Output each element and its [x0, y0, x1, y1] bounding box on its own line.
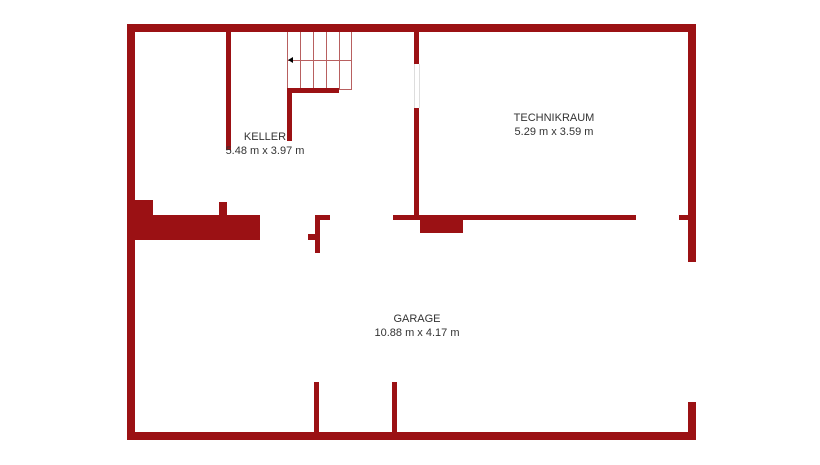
outer-wall-right-upper [688, 24, 696, 262]
wall-block-left [127, 215, 260, 240]
room-name: GARAGE [393, 313, 441, 325]
stair-line [287, 60, 352, 61]
room-dims: 10.88 m x 4.17 m [374, 327, 460, 339]
outer-wall-bottom [127, 432, 696, 440]
stair-step [300, 32, 301, 90]
room-name: TECHNIKRAUM [513, 112, 595, 124]
room-dims: 5.29 m x 3.59 m [514, 126, 594, 138]
keller-interior-wall [226, 32, 231, 150]
room-label-garage: GARAGE 10.88 m x 4.17 m [375, 312, 460, 340]
technik-wall-block [420, 215, 463, 233]
stair-step [313, 32, 314, 90]
t-wall-h [315, 215, 330, 220]
stair-step [326, 32, 327, 90]
room-dims: 5.48 m x 3.97 m [225, 145, 305, 157]
outer-wall-top [127, 24, 696, 32]
wall-stub-right [679, 215, 689, 220]
stair-wall-h [287, 88, 339, 93]
wall-bump-1 [127, 200, 153, 216]
wall-bump-2 [219, 202, 227, 216]
outer-wall-right-lower [688, 402, 696, 440]
stair-arrow-icon [288, 57, 293, 63]
stair-wall-v [287, 88, 292, 141]
stair-step [339, 32, 340, 90]
technik-wall-bottom [393, 215, 636, 220]
technik-wall-left-lower [414, 108, 419, 220]
garage-stub-2 [392, 382, 397, 434]
room-label-technikraum: TECHNIKRAUM 5.29 m x 3.59 m [514, 111, 595, 139]
staircase [287, 32, 352, 90]
garage-stub-1 [314, 382, 319, 434]
technik-wall-left-upper [414, 32, 419, 64]
room-name: KELLER [243, 131, 287, 143]
t-wall-stub [308, 234, 320, 240]
window [414, 64, 420, 108]
room-label-keller: KELLER 5.48 m x 3.97 m [226, 130, 305, 158]
